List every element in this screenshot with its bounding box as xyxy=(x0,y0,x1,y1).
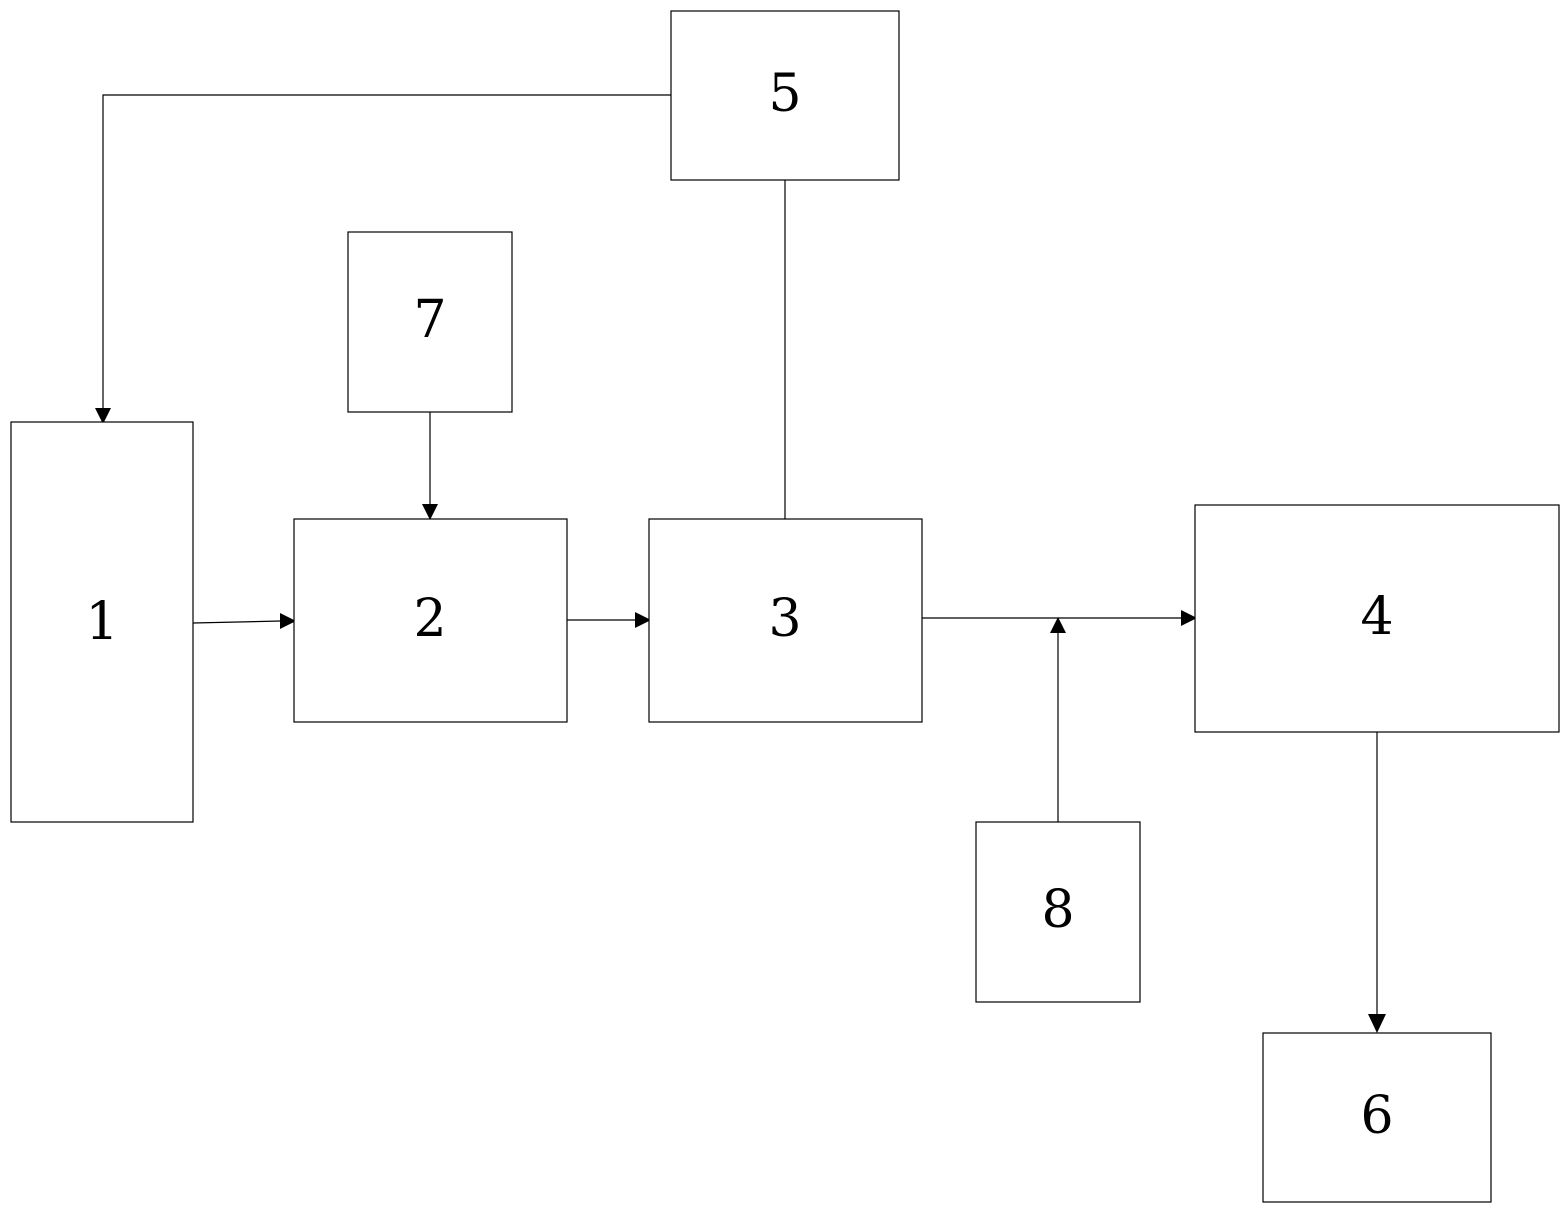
node-4-box xyxy=(1194,504,1560,733)
node-1-label: 1 xyxy=(85,592,118,652)
edge-4-to-6-arrowhead xyxy=(1368,1014,1386,1033)
node-6-box xyxy=(1262,1032,1492,1203)
node-4-label: 4 xyxy=(1360,587,1393,647)
node-5-label: 5 xyxy=(768,64,801,124)
node-4: 4 xyxy=(1194,504,1560,733)
edge-7-to-2-arrowhead xyxy=(422,504,438,520)
edge-1-to-2 xyxy=(192,620,282,624)
node-6: 6 xyxy=(1262,1032,1492,1203)
node-2: 2 xyxy=(293,518,568,723)
node-7: 7 xyxy=(347,231,513,413)
edge-2-to-3-arrowhead xyxy=(635,612,651,628)
edge-5-to-1-arrowhead xyxy=(95,408,111,424)
node-7-box xyxy=(347,231,513,413)
edge-1-to-2-arrowhead xyxy=(280,613,296,629)
node-3-box xyxy=(648,518,923,723)
node-5-box xyxy=(670,10,900,181)
node-6-label: 6 xyxy=(1360,1086,1393,1146)
node-3: 3 xyxy=(648,518,923,723)
node-1-box xyxy=(10,421,194,823)
node-1: 1 xyxy=(10,421,194,823)
node-2-label: 2 xyxy=(413,589,446,649)
node-2-box xyxy=(293,518,568,723)
node-5: 5 xyxy=(670,10,900,181)
node-8: 8 xyxy=(975,821,1141,1003)
edge-5-to-1 xyxy=(102,94,671,409)
edge-3-to-4-arrowhead xyxy=(1181,610,1197,626)
node-8-label: 8 xyxy=(1041,880,1074,940)
node-8-box xyxy=(975,821,1141,1003)
node-3-label: 3 xyxy=(768,589,801,649)
node-7-label: 7 xyxy=(413,290,446,350)
edge-8-to-junction-arrowhead xyxy=(1050,617,1066,633)
